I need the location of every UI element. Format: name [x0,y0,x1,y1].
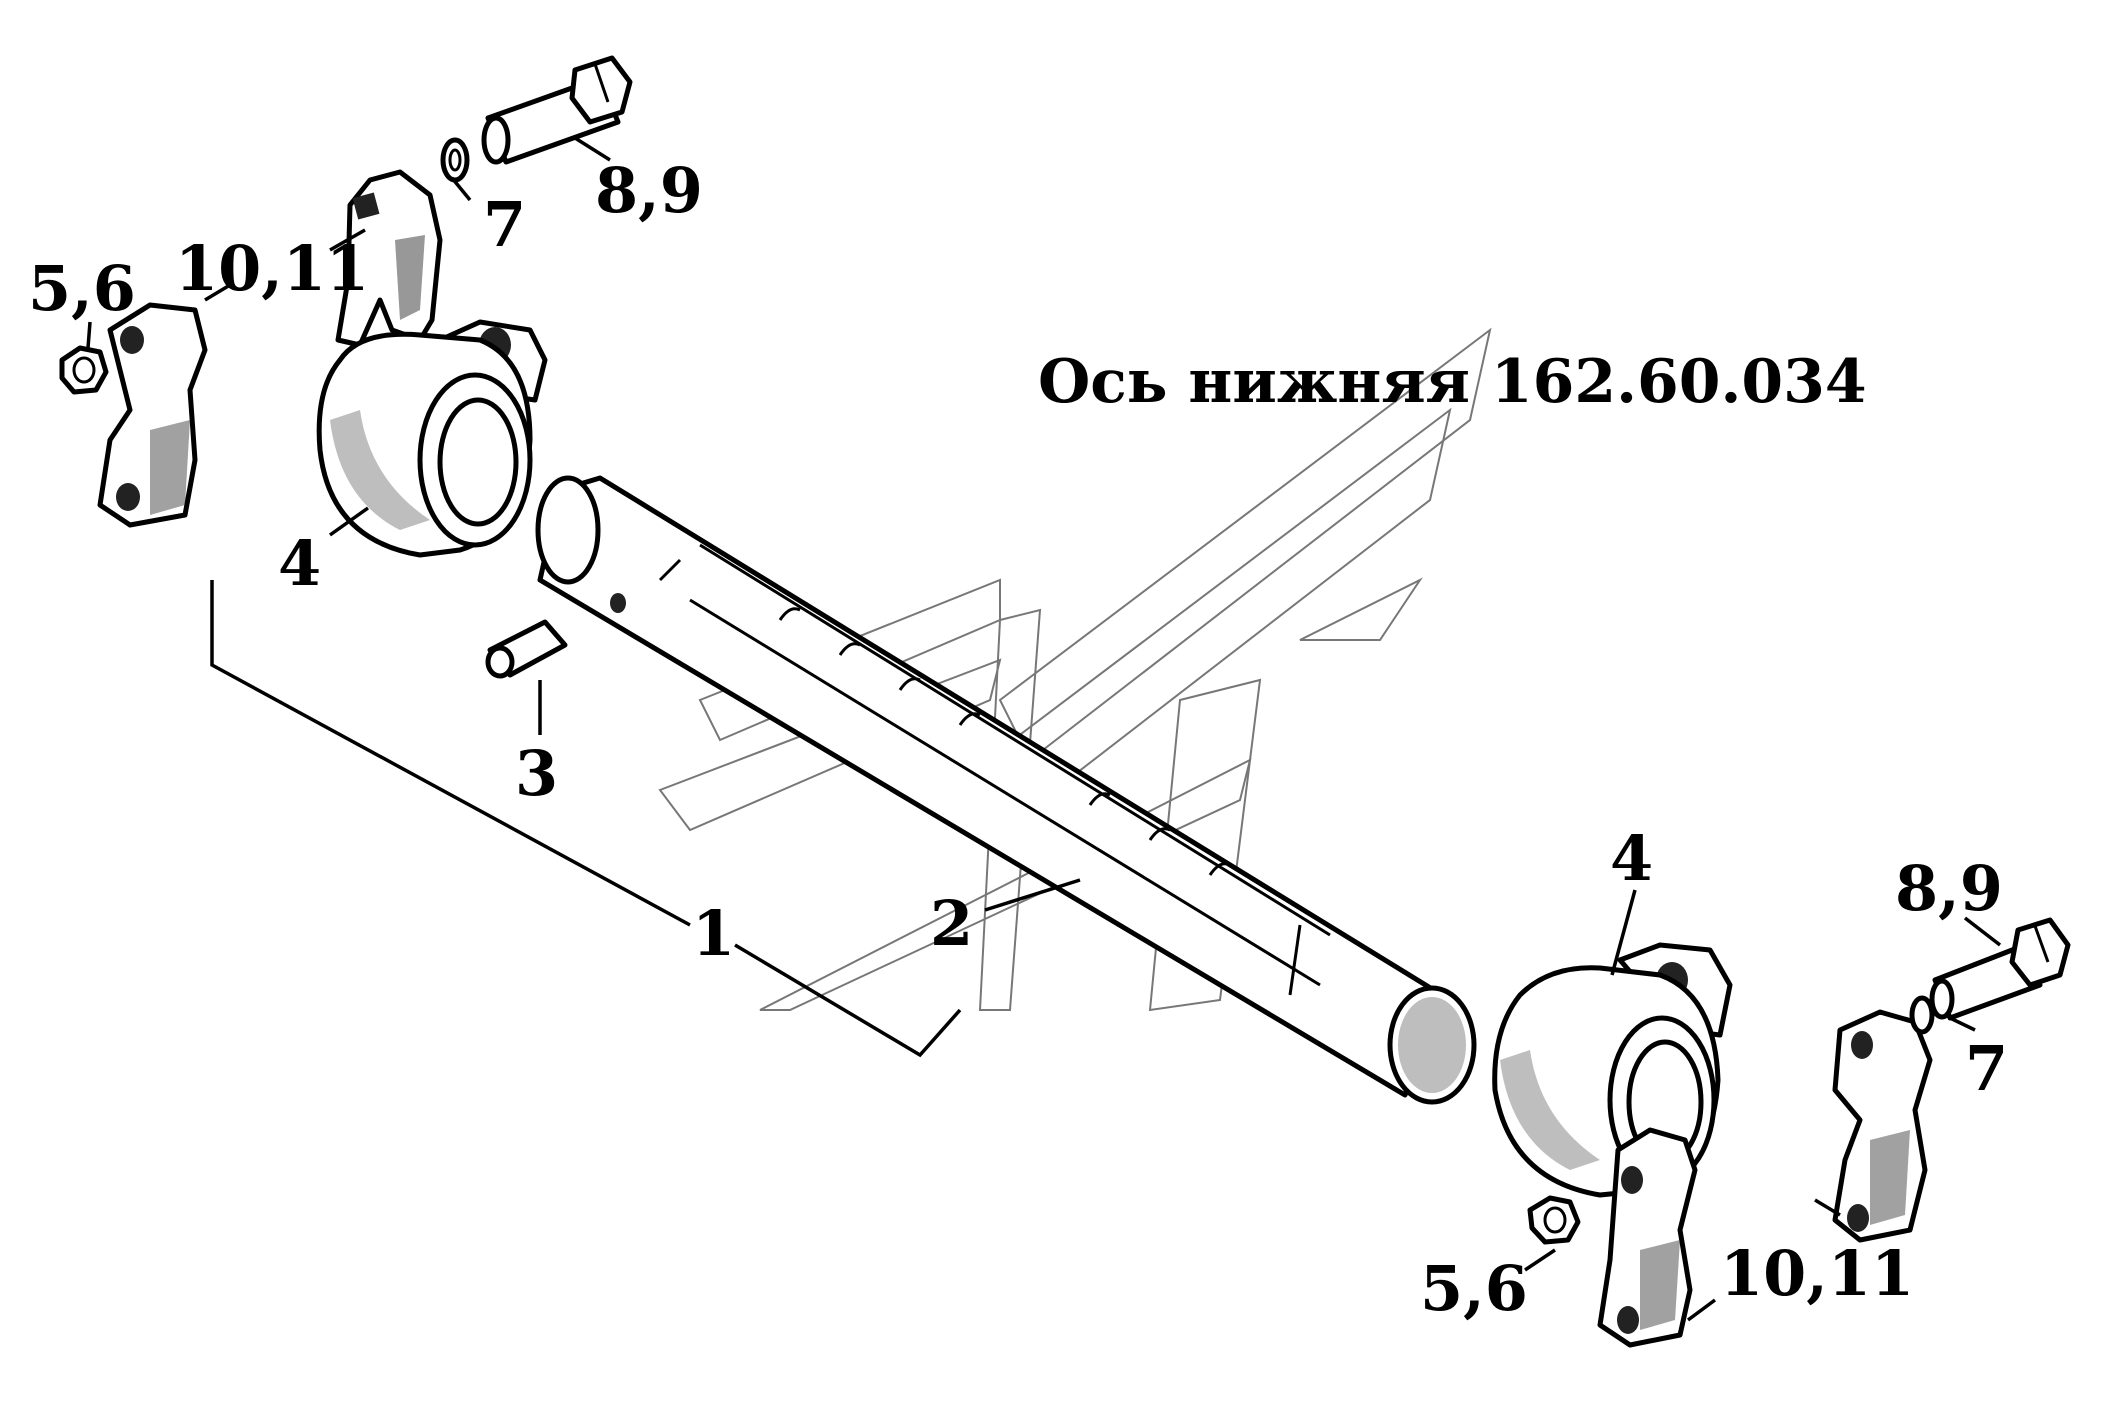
clamp-right-outer [1832,1009,1933,1243]
label-1: 1 [692,897,735,970]
bushing-right [1492,942,1733,1198]
label-3: 3 [515,737,558,810]
label-7-left: 7 [483,188,526,261]
shaft [535,475,1477,1105]
washer-left [440,137,470,183]
bolt-left [481,55,633,165]
label-8-9-right: 8,9 [1895,852,2003,925]
label-8-9-left: 8,9 [595,154,703,227]
label-10-11-right: 10,11 [1720,1237,1914,1310]
label-4-left: 4 [278,527,321,600]
clamp-lower-left [97,302,208,528]
label-4-right: 4 [1610,822,1653,895]
label-5-6-left: 5,6 [28,252,136,325]
nut-left [59,345,109,395]
bushing-left [316,319,548,558]
label-5-6-right: 5,6 [1420,1252,1528,1325]
leader-lines [86,136,2002,1322]
nut-right [1527,1195,1581,1245]
label-10-11-left: 10,11 [175,232,369,305]
diagram-title: Ось нижняя 162.60.034 [1038,347,1867,417]
bolt-right [1929,917,2071,1021]
set-screw [485,619,568,679]
clamp-upper-left [335,169,443,348]
washer-right [1909,995,1935,1035]
clamp-lower-right-inner [1597,1127,1698,1348]
label-7-right: 7 [1965,1032,2008,1105]
part-labels: 8,9 7 10,11 5,6 4 3 2 1 4 8,9 7 5,6 10,1… [28,154,2008,1325]
label-2: 2 [930,887,973,960]
